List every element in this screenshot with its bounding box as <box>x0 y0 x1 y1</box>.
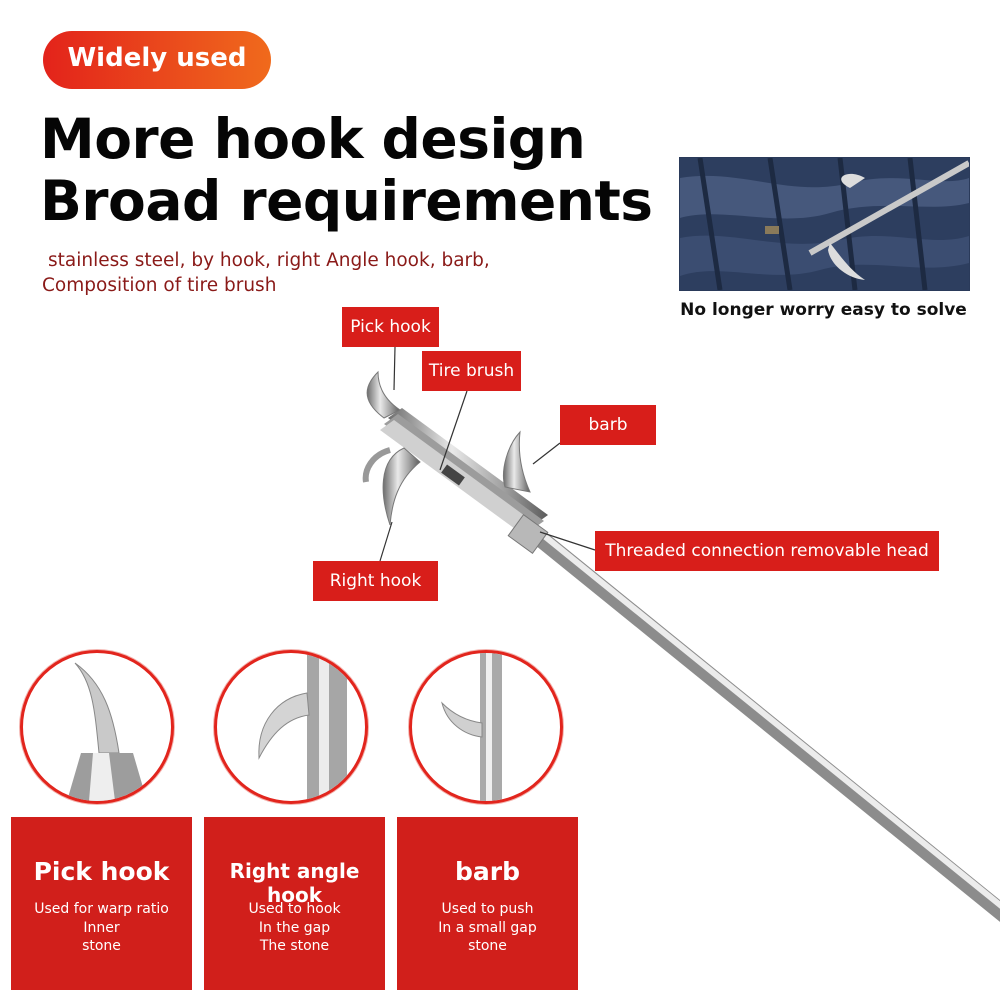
tire-tread-photo <box>679 157 970 291</box>
card-right-angle-hook: Right angle hook Used to hook In the gap… <box>204 817 385 990</box>
card-desc-line: Used for warp ratio <box>34 901 169 917</box>
card-title: barb <box>455 857 520 886</box>
pick-hook-closeup <box>20 650 174 804</box>
right-angle-hook-closeup <box>214 650 368 804</box>
callout-barb: barb <box>560 405 656 445</box>
card-barb: barb Used to push In a small gap stone <box>397 817 578 990</box>
callout-right-hook: Right hook <box>313 561 438 601</box>
card-description: Used to hook In the gap The stone <box>204 900 385 956</box>
card-desc-line: In a small gap <box>438 919 537 936</box>
barb-closeup <box>409 650 563 804</box>
subtitle-line2: Composition of tire brush <box>42 275 277 296</box>
right-hook-blade <box>382 447 421 526</box>
card-title: Pick hook <box>33 857 170 886</box>
callout-tire-brush: Tire brush <box>422 351 521 391</box>
headline-line2: Broad requirements <box>40 169 653 233</box>
subtitle-line1: stainless steel, by hook, right Angle ho… <box>48 250 490 271</box>
headline-line1: More hook design <box>40 107 586 171</box>
badge-label: Widely used <box>67 43 247 73</box>
card-desc-line: stone <box>468 938 507 954</box>
card-desc-line: Used to push <box>441 901 534 917</box>
card-title: Right angle hook <box>229 859 360 907</box>
callout-pick-hook: Pick hook <box>342 307 439 347</box>
card-desc-line: The stone <box>259 938 330 954</box>
card-description: Used to push In a small gap stone <box>397 900 578 956</box>
widely-used-badge: Widely used <box>43 31 271 89</box>
callout-threaded-connection: Threaded connection removable head <box>595 531 939 571</box>
card-pick-hook: Pick hook Used for warp ratio Inner ston… <box>11 817 192 990</box>
card-desc-line: stone <box>82 938 121 954</box>
pick-hook-blade <box>366 370 401 419</box>
card-desc-line: Used to hook <box>248 901 341 917</box>
card-description: Used for warp ratio Inner stone <box>11 900 192 956</box>
inset-caption: No longer worry easy to solve <box>680 300 967 320</box>
tool-rod <box>521 521 1000 922</box>
card-desc-line: In the gap <box>258 919 331 936</box>
barb-blade <box>503 430 531 493</box>
card-desc-line: Inner <box>83 919 120 936</box>
